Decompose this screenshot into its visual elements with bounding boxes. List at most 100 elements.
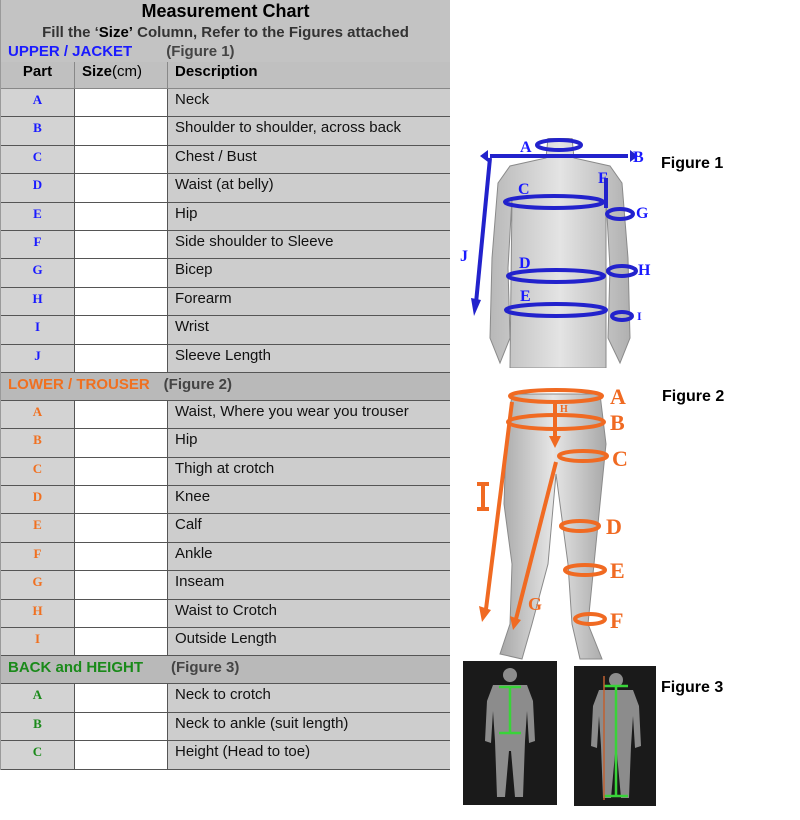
description-cell: Outside Length [168, 628, 450, 656]
figure-3-back-photo-right [574, 666, 656, 806]
part-letter: J [1, 344, 75, 372]
fig1-mark-b: B [633, 149, 644, 166]
section-lower-label: LOWER / TROUSER [8, 375, 150, 393]
part-letter: G [1, 571, 75, 599]
size-input-cell[interactable] [75, 287, 168, 316]
description-cell: Side shoulder to Sleeve [168, 230, 450, 259]
fig1-mark-i: I [637, 309, 642, 323]
column-header-size-label: Size [82, 63, 113, 80]
size-input-cell[interactable] [75, 712, 168, 741]
section-upper-header: UPPER / JACKET(Figure 1) [1, 42, 450, 62]
part-letter: G [1, 259, 75, 287]
description-cell: Waist to Crotch [168, 599, 450, 628]
size-input-cell[interactable] [75, 230, 168, 259]
size-input-cell[interactable] [75, 486, 168, 514]
size-input-cell[interactable] [75, 684, 168, 712]
fig1-mark-j: J [460, 248, 468, 265]
part-letter: I [1, 628, 75, 656]
size-input-cell[interactable] [75, 89, 168, 117]
section-back-header: BACK and HEIGHT(Figure 3) [1, 656, 450, 685]
part-letter: B [1, 117, 75, 145]
fig2-mark-f: F [610, 608, 623, 633]
fig1-mark-g: G [636, 205, 649, 222]
part-letter: D [1, 486, 75, 514]
fig2-mark-c: C [612, 446, 628, 471]
fig1-mark-c: C [518, 181, 530, 198]
part-letter: A [1, 89, 75, 117]
part-letter: I [1, 316, 75, 344]
part-letter: E [1, 514, 75, 542]
size-input-cell[interactable] [75, 599, 168, 628]
instructions-post: Column, Refer to the Figures attached [132, 24, 409, 41]
description-cell: Inseam [168, 571, 450, 599]
description-cell: Waist (at belly) [168, 174, 450, 202]
size-input-cell[interactable] [75, 259, 168, 287]
description-cell: Chest / Bust [168, 145, 450, 174]
description-cell: Ankle [168, 542, 450, 571]
fig2-mark-b: B [610, 410, 625, 435]
description-cell: Sleeve Length [168, 344, 450, 372]
size-input-cell[interactable] [75, 571, 168, 599]
upper-row-f: F Side shoulder to Sleeve [1, 230, 450, 260]
instructions-size: Size’ [98, 24, 133, 41]
fig1-mark-a: A [520, 139, 532, 156]
description-cell: Hip [168, 429, 450, 457]
fig2-mark-e: E [610, 558, 625, 583]
column-header-part: Part [1, 62, 75, 89]
size-input-cell[interactable] [75, 628, 168, 656]
part-letter: C [1, 457, 75, 486]
fig2-mark-d: D [606, 514, 622, 539]
description-cell: Bicep [168, 259, 450, 287]
lower-row-i: I Outside Length [1, 628, 450, 657]
part-letter: E [1, 202, 75, 230]
fig1-mark-h: H [638, 262, 651, 279]
size-input-cell[interactable] [75, 202, 168, 230]
figure-2-lower-body: A B C D E F G H I [477, 384, 628, 660]
section-lower-header: LOWER / TROUSER (Figure 2) [1, 372, 450, 401]
size-input-cell[interactable] [75, 542, 168, 571]
part-letter: F [1, 230, 75, 259]
column-header-size-unit: (cm) [112, 63, 143, 80]
fig1-mark-d: D [519, 255, 531, 272]
size-input-cell[interactable] [75, 316, 168, 344]
size-input-cell[interactable] [75, 400, 168, 429]
size-input-cell[interactable] [75, 145, 168, 174]
fig1-mark-f: F [598, 170, 608, 187]
instructions-pre: Fill the ‘ [42, 24, 99, 41]
column-header-description: Description [168, 62, 450, 89]
part-letter: B [1, 712, 75, 741]
size-input-cell[interactable] [75, 457, 168, 486]
lower-row-g: G Inseam [1, 571, 450, 600]
size-input-cell[interactable] [75, 174, 168, 202]
part-letter: H [1, 599, 75, 628]
size-input-cell[interactable] [75, 514, 168, 542]
section-lower-figure: (Figure 2) [163, 375, 233, 393]
size-input-cell[interactable] [75, 117, 168, 145]
chart-title: Measurement Chart [1, 0, 450, 23]
figure-1-label: Figure 1 [661, 155, 724, 172]
fig2-mark-h: H [560, 404, 568, 415]
size-input-cell[interactable] [75, 741, 168, 769]
description-cell: Forearm [168, 287, 450, 316]
description-cell: Shoulder to shoulder, across back [168, 117, 450, 145]
figure-3-back-photo-left [463, 661, 557, 805]
description-cell: Knee [168, 486, 450, 514]
figure-3-label: Figure 3 [661, 679, 724, 696]
size-input-cell[interactable] [75, 344, 168, 372]
upper-row-j: J Sleeve Length [1, 344, 450, 373]
lower-row-d: D Knee [1, 486, 450, 515]
lower-row-h: H Waist to Crotch [1, 599, 450, 629]
size-input-cell[interactable] [75, 429, 168, 457]
